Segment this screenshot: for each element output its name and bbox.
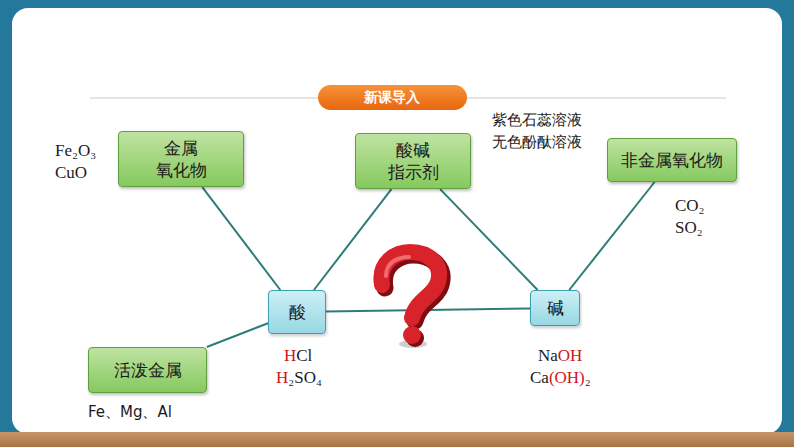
box-label: 金属 氧化物: [146, 137, 216, 181]
box-label: 酸: [289, 301, 306, 323]
chemical-formula: H₂SO₄: [276, 367, 322, 388]
box-label: 酸碱 指示剂: [378, 139, 448, 183]
highlight-ion: H: [284, 346, 296, 365]
connector-line: [202, 187, 280, 290]
chemical-formula: Fe₂O₃: [55, 140, 96, 161]
highlight-ion: OH: [558, 346, 583, 365]
concept-box: 酸碱 指示剂: [355, 133, 471, 189]
concept-box: 金属 氧化物: [118, 131, 244, 187]
chemical-formula: Ca(OH)₂: [530, 367, 591, 388]
chemical-formula: CuO: [55, 162, 87, 183]
note-text: 紫色石蕊溶液: [492, 111, 582, 130]
highlight-ion: H: [276, 368, 288, 387]
box-label: 碱: [547, 297, 564, 319]
wood-floor: [0, 432, 794, 447]
chemical-formula: CO₂: [675, 195, 705, 216]
concept-box: 非金属氧化物: [607, 138, 737, 182]
connector-line: [207, 323, 268, 347]
chemical-formula: NaOH: [538, 345, 582, 366]
highlight-ion: (OH): [549, 368, 585, 387]
box-label: 非金属氧化物: [621, 149, 723, 171]
core-box: 碱: [530, 290, 580, 326]
chemical-formula: HCl: [284, 345, 312, 366]
section-title: 新课导入: [318, 85, 467, 110]
note-text: Fe、Mg、Al: [88, 403, 172, 422]
connector-line: [569, 182, 654, 290]
chemical-formula: SO₂: [675, 217, 703, 238]
box-label: 活泼金属: [114, 359, 182, 381]
concept-box: 活泼金属: [88, 347, 207, 393]
core-box: 酸: [268, 290, 326, 334]
connector-line: [440, 189, 537, 290]
note-text: 无色酚酞溶液: [492, 133, 582, 152]
